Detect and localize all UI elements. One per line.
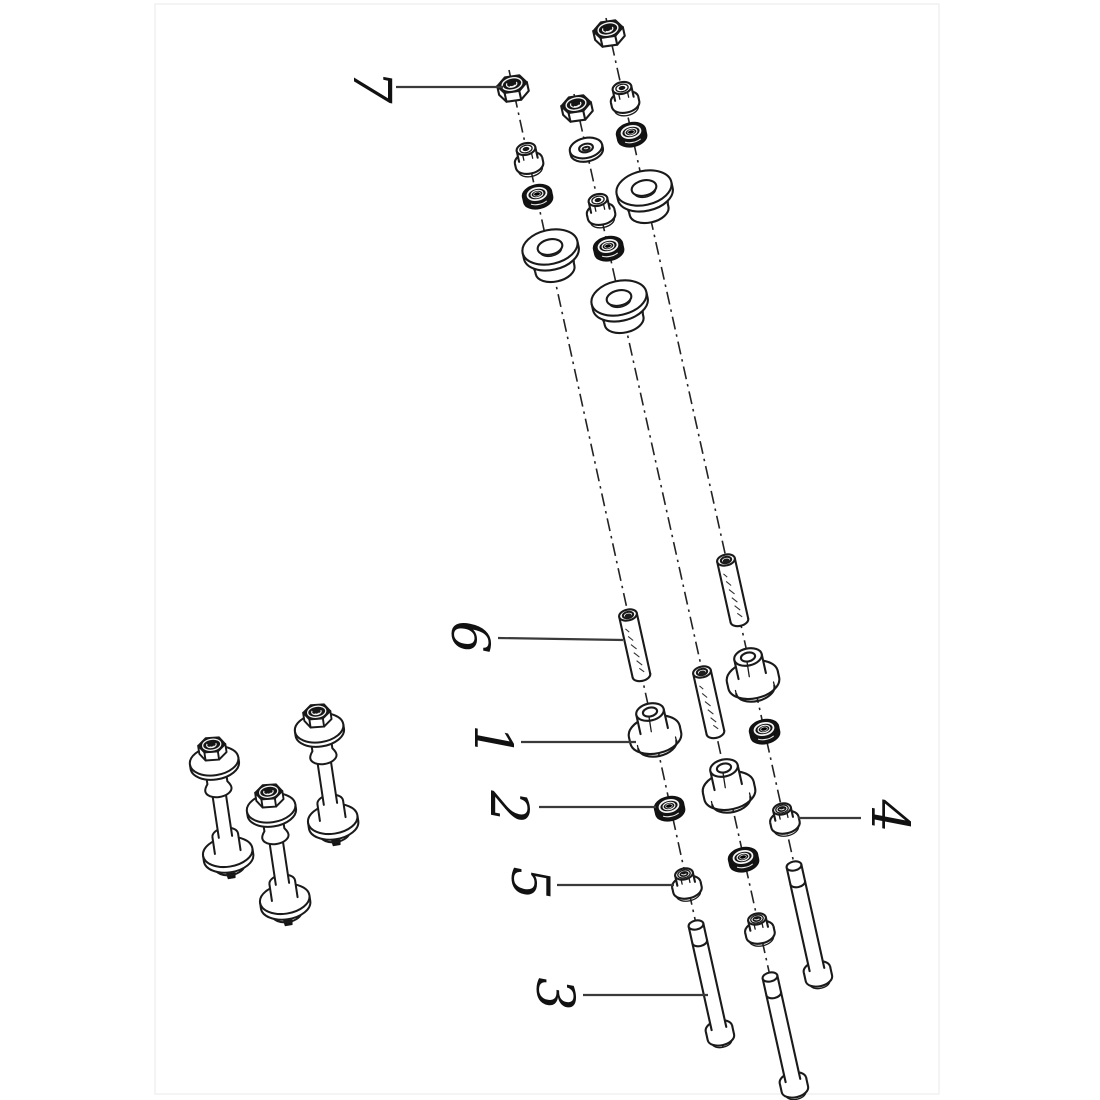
callout-6-label: 6 [439,620,499,653]
callout-2: 2 [478,789,656,824]
flanged-cap-nut [582,190,619,232]
callout-1-label: 1 [462,724,522,757]
callout-6-leader [497,636,624,642]
bearing-washer [613,119,650,151]
callout-1: 1 [462,724,636,758]
axis-right-parts [590,16,836,993]
flange-nut [740,909,779,950]
flanged-bushing-part1 [621,697,687,763]
flanged-bushing [719,642,785,708]
hex-nut-part7 [494,71,532,106]
hex-nut [590,16,628,51]
callout-4-label: 4 [859,798,919,832]
callouts: 7 6 1 2 5 3 4 [341,70,919,1010]
flat-washer [566,133,607,166]
cup-washer [517,223,586,289]
bearing-washer [746,716,783,748]
flanged-cap-nut [510,139,547,181]
hex-nut [558,91,596,126]
callout-6: 6 [439,620,624,654]
assembled-stud-unit [186,734,256,883]
callout-3: 3 [524,977,708,1011]
bearing-washer [590,233,627,265]
callout-5-label: 5 [499,866,559,899]
flanged-cap-nut [606,78,643,120]
spacer-part6 [616,606,653,684]
flange-nut-part4 [765,799,804,840]
callout-4: 4 [798,798,919,833]
spacer-tube [714,551,751,629]
bearing-washer [519,181,556,213]
bolt [754,968,812,1100]
bolt [778,857,836,993]
cup-washer [611,164,680,230]
spacer-tube [690,663,727,741]
callout-5: 5 [499,866,674,900]
assembled-stud-unit [291,701,361,850]
assembled-units [186,701,361,930]
flanged-bushing [695,753,761,819]
callout-2-label: 2 [478,789,538,823]
bearing-washer-part2 [651,793,688,825]
bearing-washer [725,844,762,876]
centerline-right [605,17,822,986]
drawing-frame [154,3,940,1095]
cup-washer [586,274,655,340]
callout-3-label: 3 [524,977,584,1010]
callout-7-label: 7 [341,70,401,104]
callout-7: 7 [341,70,503,104]
bolt-part3 [680,916,738,1052]
